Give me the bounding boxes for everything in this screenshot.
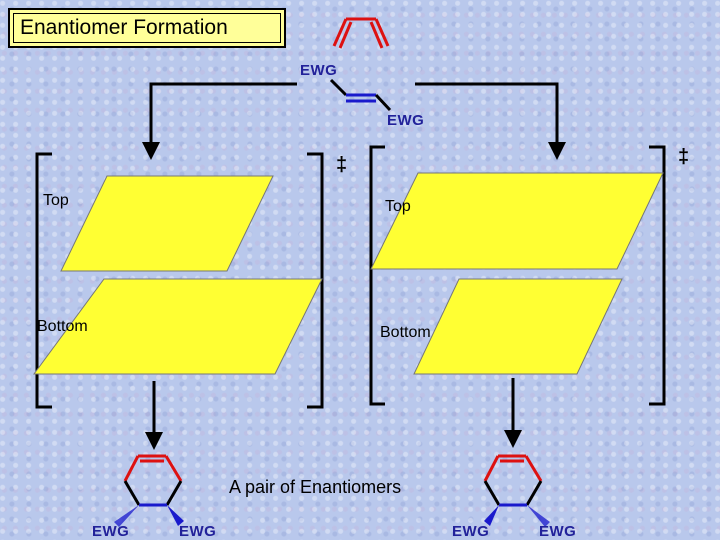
title-box: Enantiomer Formation	[8, 8, 286, 48]
left-ts-double-dagger: ‡	[336, 154, 348, 176]
left-top-label: Top	[43, 192, 69, 209]
right-top-plane	[370, 172, 664, 270]
right-bracket-close	[649, 145, 666, 406]
right-product-ewg-left: EWG	[452, 523, 490, 540]
right-top-label: Top	[385, 198, 411, 215]
dienophile-bond-lower	[374, 93, 392, 112]
arrowhead-product-right	[504, 430, 522, 448]
left-bottom-plane	[33, 278, 323, 375]
arrowhead-product-left	[145, 432, 163, 450]
arrowhead-left	[142, 142, 160, 160]
left-bracket-open	[35, 152, 52, 409]
left-bracket-close	[307, 152, 324, 409]
diene	[332, 17, 390, 49]
dienophile	[329, 78, 392, 112]
right-product-ewg-right: EWG	[539, 523, 577, 540]
left-product-hashed-wedge	[114, 505, 139, 527]
diene-double-left	[338, 21, 353, 49]
left-bottom-label: Bottom	[37, 318, 88, 335]
right-product-ring	[483, 454, 543, 507]
arrowhead-right	[548, 142, 566, 160]
arrow-to-right-panel	[415, 82, 559, 148]
page-title: Enantiomer Formation	[13, 13, 281, 43]
left-product-ewg-right: EWG	[179, 523, 217, 540]
diene-bond-left	[332, 18, 348, 47]
left-product-ring	[123, 454, 183, 507]
diene-bond-right	[374, 18, 390, 47]
left-top-plane	[60, 175, 274, 272]
right-bottom-plane	[413, 278, 623, 375]
dienophile-ewg-upper: EWG	[300, 62, 338, 79]
right-ts-double-dagger: ‡	[678, 146, 690, 168]
left-product-bold-wedge	[167, 505, 184, 526]
diene-double-right	[369, 21, 384, 49]
right-product-hashed-wedge	[527, 505, 550, 527]
right-bottom-label: Bottom	[380, 324, 431, 341]
right-product-bold-wedge	[484, 505, 499, 526]
arrow-to-left-panel	[149, 82, 297, 148]
left-product-ewg-left: EWG	[92, 523, 130, 540]
dienophile-bond-upper	[329, 78, 348, 97]
enantiomer-caption: A pair of Enantiomers	[229, 477, 402, 497]
right-bracket-open	[369, 145, 385, 406]
dienophile-ewg-lower: EWG	[387, 112, 425, 129]
